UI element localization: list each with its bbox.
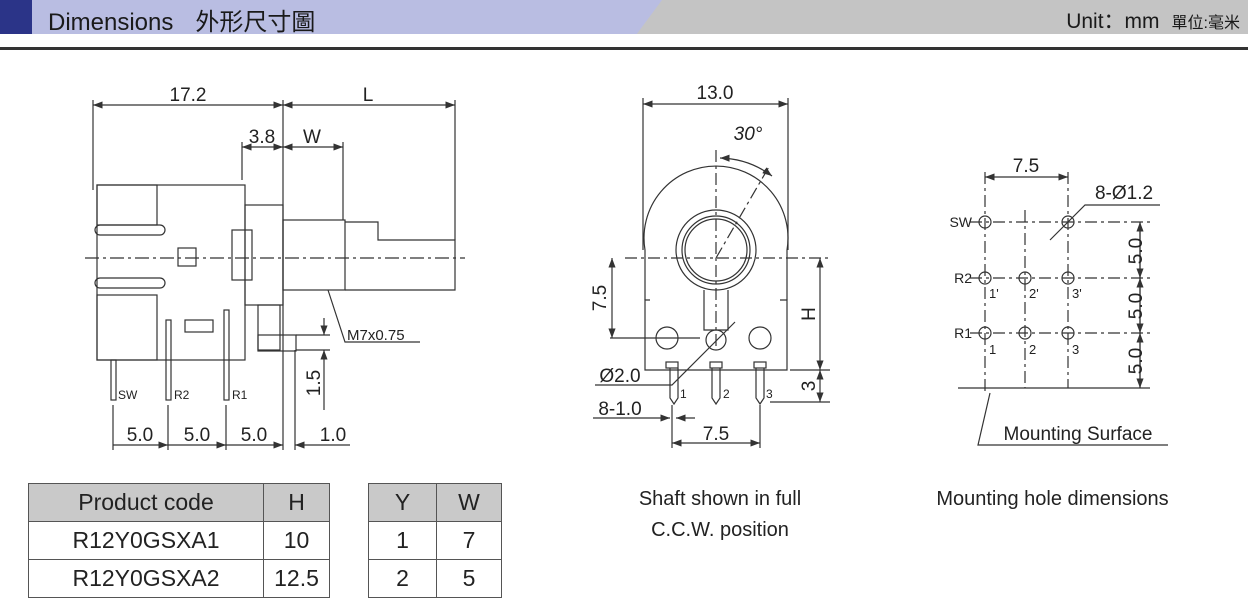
product-table: Product code H R12Y0GSXA1 10 R12Y0GSXA2 …	[28, 483, 330, 598]
dim-1-5: 1.5	[304, 370, 325, 396]
table-row: R12Y0GSXA1 10	[28, 521, 330, 560]
dim-H: H	[799, 307, 820, 321]
pin-number: 2	[723, 387, 730, 401]
row-label-r2: R2	[954, 270, 972, 286]
y-cell: 1	[368, 521, 437, 560]
h-cell: 10	[263, 521, 330, 560]
column-header: W	[436, 483, 502, 522]
pin-label-r2: R2	[174, 388, 190, 402]
pin-number: 1	[680, 387, 687, 401]
unit-label: Unit：mm 單位:毫米	[1066, 5, 1240, 35]
thread-spec: M7x0.75	[347, 327, 405, 344]
dim-pitch: 5.0	[1126, 238, 1147, 264]
column-header: Product code	[28, 483, 264, 522]
dim-pin-width: 8-1.0	[598, 399, 641, 420]
column-header: H	[263, 483, 330, 522]
pin-number: 1'	[989, 286, 999, 301]
unit-en: Unit：mm	[1066, 10, 1160, 33]
title-en: Dimensions	[48, 9, 174, 36]
dim-L: L	[363, 85, 374, 106]
row-label-r1: R1	[954, 325, 972, 341]
front-view: 13.0 30° 7.5 H 3 Ø2.0 8-1.0 7.5 1 2 3	[590, 83, 830, 448]
caption-line: C.C.W. position	[651, 519, 789, 541]
dim-17-2: 17.2	[170, 85, 207, 106]
h-cell: 12.5	[263, 559, 330, 598]
dim-pitch: 5.0	[184, 425, 210, 446]
pin-number: 2'	[1029, 286, 1039, 301]
w-cell: 7	[436, 521, 502, 560]
w-cell: 5	[436, 559, 502, 598]
dim-7-5-vertical: 7.5	[590, 285, 611, 311]
dim-hole-diameter: Ø2.0	[599, 366, 640, 387]
shaft-table: Y W 1 7 2 5	[368, 483, 502, 598]
pin-number: 3'	[1072, 286, 1082, 301]
dim-hole-count: 8-Ø1.2	[1095, 183, 1153, 204]
table-row: 2 5	[368, 559, 502, 598]
dim-pitch: 5.0	[127, 425, 153, 446]
product-code-cell: R12Y0GSXA2	[28, 559, 264, 598]
header-accent	[0, 0, 32, 34]
dim-pitch: 5.0	[1126, 293, 1147, 319]
pin-number: 1	[989, 342, 996, 357]
shaft-caption: Shaft shown in full C.C.W. position	[600, 488, 840, 542]
dim-1-0: 1.0	[320, 425, 346, 446]
table-header-row: Y W	[368, 483, 502, 522]
row-label-sw: SW	[949, 214, 972, 230]
y-cell: 2	[368, 559, 437, 598]
table-row: R12Y0GSXA2 12.5	[28, 559, 330, 598]
pin-number: 2	[1029, 342, 1036, 357]
hole-caption: Mounting hole dimensions	[936, 488, 1169, 510]
header-divider	[0, 47, 1248, 50]
product-code-cell: R12Y0GSXA1	[28, 521, 264, 560]
dim-3: 3	[799, 381, 820, 392]
hole-view: 7.5 8-Ø1.2 5.0 5.0 5.0 Mounting Surface …	[949, 156, 1168, 446]
dim-angle: 30°	[734, 124, 763, 145]
dim-7-5: 7.5	[1013, 156, 1039, 177]
pin-number: 3	[766, 387, 773, 401]
unit-cn: 單位:毫米	[1171, 15, 1240, 32]
dim-pitch: 5.0	[1126, 348, 1147, 374]
pin-number: 3	[1072, 342, 1079, 357]
dim-3-8: 3.8	[249, 127, 275, 148]
side-view: SW R2 R1 17.2 L 3.8 W 5.0 5.0 5.0 1.0 1.…	[85, 85, 465, 450]
table-row: 1 7	[368, 521, 502, 560]
dim-7-5-horizontal: 7.5	[703, 424, 729, 445]
column-header: Y	[368, 483, 437, 522]
table-header-row: Product code H	[28, 483, 330, 522]
pin-label-r1: R1	[232, 388, 248, 402]
dim-13-0: 13.0	[697, 83, 734, 104]
pin-label-sw: SW	[118, 388, 138, 402]
dim-W: W	[303, 127, 321, 148]
page-title: Dimensions 外形尺寸圖	[48, 2, 315, 37]
mounting-surface-label: Mounting Surface	[1004, 424, 1153, 445]
dim-pitch: 5.0	[241, 425, 267, 446]
title-cn: 外形尺寸圖	[195, 9, 316, 36]
caption-line: Shaft shown in full	[638, 488, 802, 510]
header-title-band	[32, 0, 662, 34]
